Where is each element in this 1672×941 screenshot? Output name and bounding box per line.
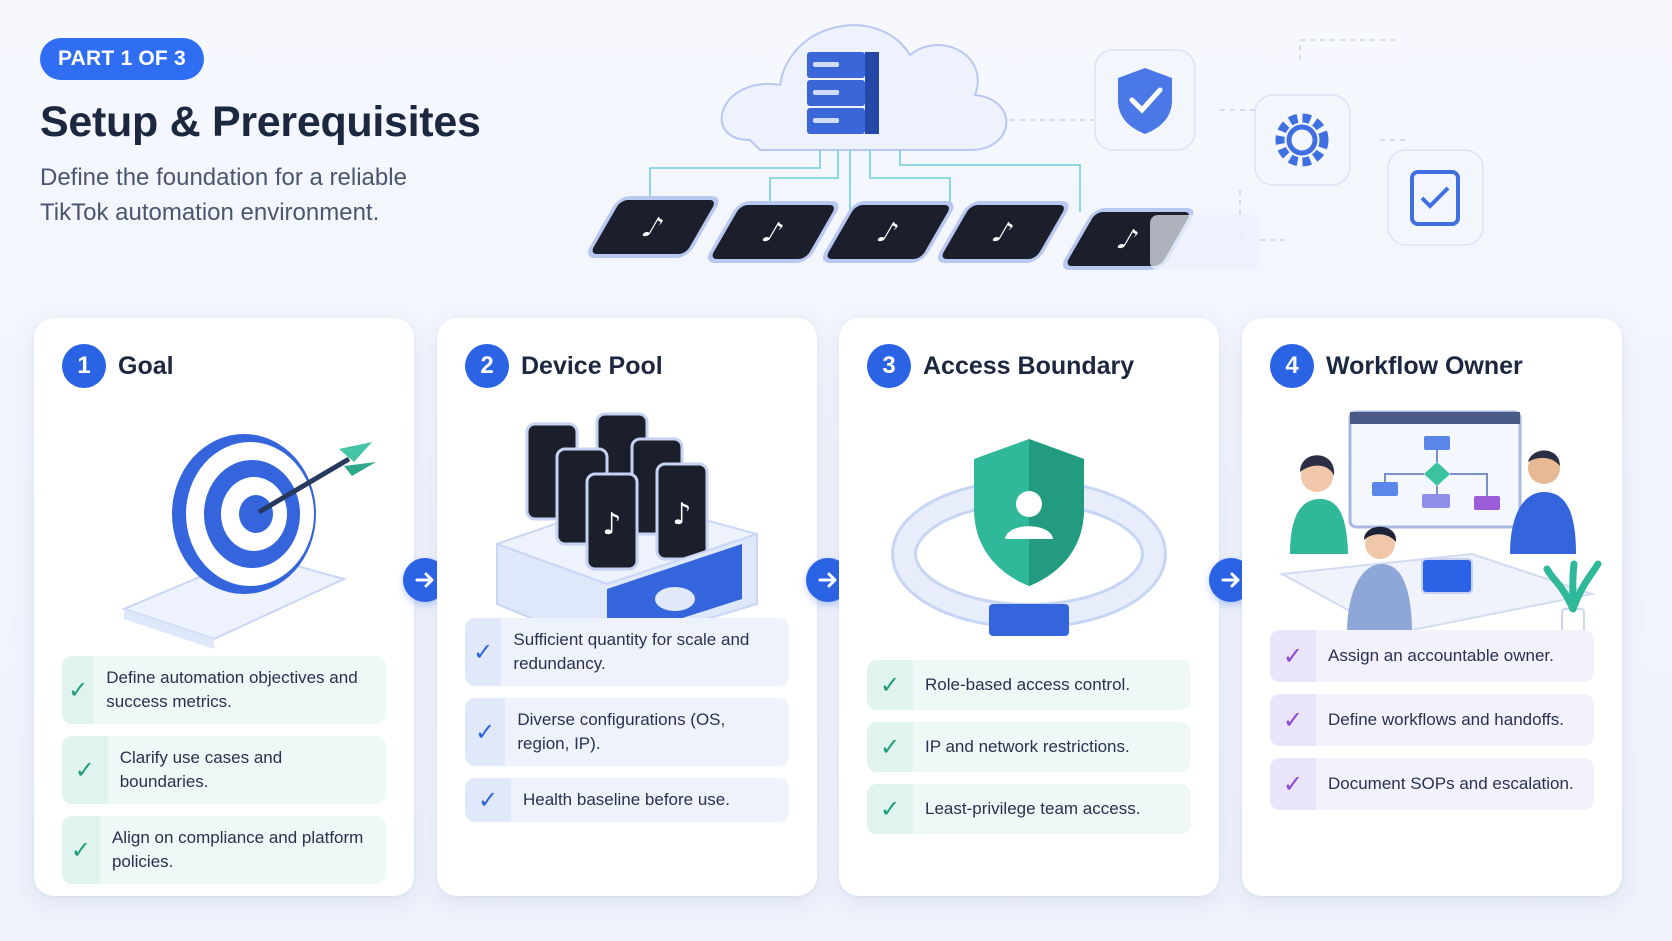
server-icon <box>807 52 879 134</box>
page-subtitle: Define the foundation for a reliable Tik… <box>40 164 407 226</box>
check-icon: ✓ <box>465 778 511 822</box>
team-workflow-icon <box>1278 410 1602 636</box>
check-icon: ✓ <box>1270 694 1316 746</box>
device-pool-icon: ♪ ♪ <box>496 412 758 651</box>
part-badge: PART 1 OF 3 <box>40 38 204 80</box>
check-icon: ✓ <box>867 784 913 834</box>
checklist-item: ✓ IP and network restrictions. <box>867 722 1191 772</box>
checklist-item: ✓ Diverse configurations (OS, region, IP… <box>465 698 789 766</box>
step-title: Device Pool <box>521 351 663 380</box>
check-icon: ✓ <box>867 660 913 710</box>
step-title: Workflow Owner <box>1326 351 1523 380</box>
step-title: Access Boundary <box>923 351 1135 380</box>
check-icon: ✓ <box>465 698 506 766</box>
step-card-access-boundary: 3 Access Boundary ✓ Role-based access co… <box>839 318 1219 896</box>
shield-user-icon <box>891 439 1167 636</box>
check-icon: ✓ <box>867 722 913 772</box>
checklist-item: ✓ Role-based access control. <box>867 660 1191 710</box>
checklist-item: ✓ Clarify use cases and boundaries. <box>62 736 386 804</box>
checklist-item: ✓ Document SOPs and escalation. <box>1270 758 1594 810</box>
checklist-item: ✓ Define automation objectives and succe… <box>62 656 386 724</box>
step-number: 1 <box>62 344 106 388</box>
check-icon: ✓ <box>1270 758 1316 810</box>
svg-text:♪: ♪ <box>602 507 621 542</box>
check-icon: ✓ <box>62 816 100 884</box>
checklist-item: ✓ Least-privilege team access. <box>867 784 1191 834</box>
check-icon: ✓ <box>62 736 108 804</box>
check-icon: ✓ <box>62 656 95 724</box>
step-title: Goal <box>118 351 174 380</box>
checklist-item: ✓ Health baseline before use. <box>465 778 789 822</box>
shield-check-icon <box>1094 49 1196 151</box>
step-card-workflow-owner: 4 Workflow Owner ✓ Assign an accountable… <box>1242 318 1622 896</box>
target-icon <box>121 434 376 649</box>
check-icon: ✓ <box>1270 630 1316 682</box>
svg-text:♪: ♪ <box>672 497 691 532</box>
gear-icon <box>1254 94 1351 186</box>
step-number: 2 <box>465 344 509 388</box>
cloud-devices-illustration: ♪ ♪ ♪ ♪ ♪ <box>588 24 1484 270</box>
step-card-device-pool: 2 Device Pool ♪ ♪ ✓ Sufficient quantity … <box>437 318 817 896</box>
step-number: 3 <box>867 344 911 388</box>
checklist-item: ✓ Assign an accountable owner. <box>1270 630 1594 682</box>
checklist-item: ✓ Define workflows and handoffs. <box>1270 694 1594 746</box>
checklist-item: ✓ Sufficient quantity for scale and redu… <box>465 618 789 686</box>
checklist-item: ✓ Align on compliance and platform polic… <box>62 816 386 884</box>
step-card-goal: 1 Goal ✓ Define automation objectives an… <box>34 318 414 896</box>
check-icon: ✓ <box>465 618 502 686</box>
clipboard-icon <box>1387 149 1484 246</box>
page-title: Setup & Prerequisites <box>40 98 481 146</box>
phones-row: ♪ ♪ ♪ ♪ ♪ <box>588 196 1194 270</box>
step-number: 4 <box>1270 344 1314 388</box>
